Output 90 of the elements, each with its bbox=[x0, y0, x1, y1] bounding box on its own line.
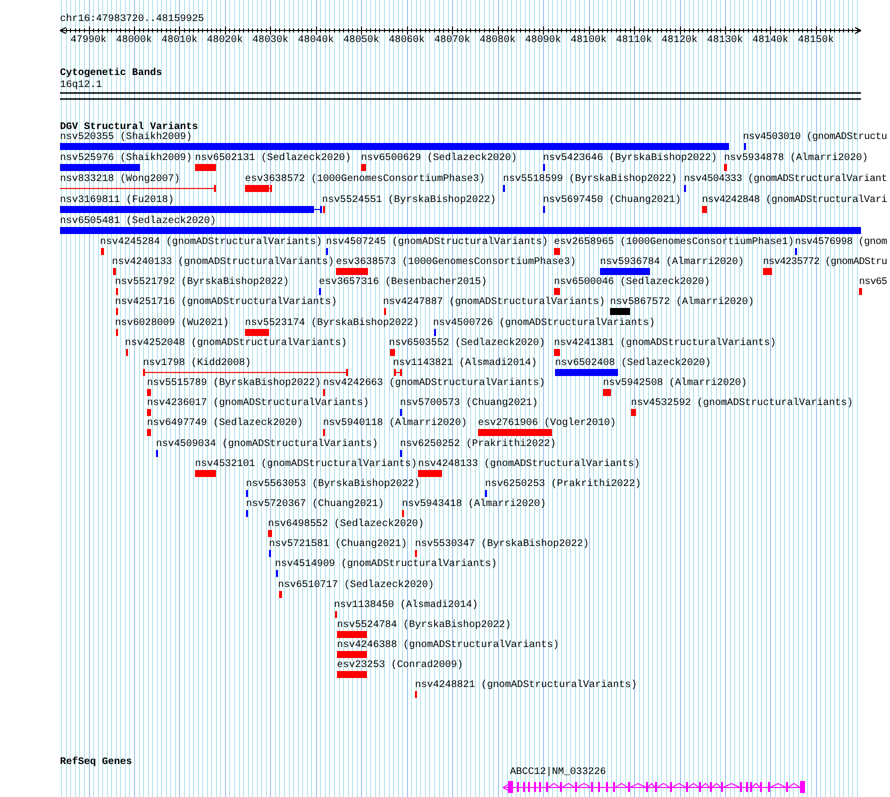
variant-label: nsv5563053 (ByrskaBishop2022) bbox=[246, 479, 420, 491]
variant-label: nsv6510717 (Sedlazeck2020) bbox=[278, 580, 434, 592]
band-label: 16q12.1 bbox=[60, 80, 102, 92]
tick-label: 48100k bbox=[570, 35, 607, 47]
variant-label: nsv5936784 (Almarri2020) bbox=[600, 257, 744, 269]
variant-label: esv3638572 (1000GenomesConsortiumPhase3) bbox=[245, 174, 486, 186]
variant-label: nsv5943418 (Almarri2020) bbox=[402, 499, 546, 511]
tick-label: 47990k bbox=[70, 35, 107, 47]
variant-label: nsv4252048 (gnomADStructuralVariants) bbox=[125, 338, 348, 350]
tick-label: 48110k bbox=[616, 35, 652, 47]
variant-label: nsv4248821 (gnomADStructuralVariants) bbox=[415, 680, 638, 692]
variant-label: nsv5423646 (ByrskaBishop2022) bbox=[543, 153, 718, 165]
variant-label: esv23253 (Conrad2009) bbox=[337, 660, 464, 672]
track-title: DGV Structural Variants bbox=[60, 122, 198, 133]
variant-label: nsv4240133 (gnomADStructuralVariants) bbox=[112, 257, 334, 269]
variant-label: nsv6500046 (Sedlazeck2020) bbox=[554, 277, 710, 289]
tick-label: 48150k bbox=[798, 35, 834, 47]
tick-label: 48090k bbox=[525, 35, 562, 47]
tick-label: 48140k bbox=[752, 35, 788, 47]
variant-label: nsv6505481 (Sedlazeck2020) bbox=[60, 216, 216, 228]
variant-label: nsv65 bbox=[859, 277, 888, 289]
variant-label: nsv6497749 (Sedlazeck2020) bbox=[147, 418, 304, 430]
variant-label: nsv4251716 (gnomADStructuralVariants) bbox=[115, 297, 338, 309]
variant-label: nsv5515789 (ByrskaBishop2022) bbox=[147, 378, 322, 390]
variant-label: esv3638573 (1000GenomesConsortiumPhase3) bbox=[336, 257, 576, 269]
tick-label: 48060k bbox=[388, 35, 425, 47]
variant-label: nsv4248133 (gnomADStructuralVariants) bbox=[418, 459, 640, 471]
track-title: RefSeq Genes bbox=[60, 757, 132, 769]
variant-label: nsv5934878 (Almarri2020) bbox=[724, 153, 868, 165]
variant-label: nsv5942508 (Almarri2020) bbox=[603, 378, 748, 390]
variant-label: nsv6028009 (Wu2021) bbox=[115, 318, 230, 330]
variant-label: nsv5523174 (ByrskaBishop2022) bbox=[245, 318, 420, 330]
variant-label: nsv4514909 (gnomADStructuralVariants) bbox=[275, 559, 498, 571]
variant-label: nsv6498552 (Sedlazeck2020) bbox=[268, 519, 424, 531]
variant-label: nsv4235772 (gnomADStru bbox=[763, 257, 888, 269]
variant-label: nsv4507245 (gnomADStructuralVariants) bbox=[326, 237, 548, 249]
variant-label: nsv525976 (Shaikh2009) bbox=[60, 153, 192, 165]
variant-label: nsv6250252 (Prakrithi2022) bbox=[400, 439, 556, 451]
tick-label: 48120k bbox=[662, 35, 698, 47]
track-title: Cytogenetic Bands bbox=[60, 68, 162, 80]
variant-label: nsv4246388 (gnomADStructuralVariants) bbox=[337, 640, 560, 652]
variant-label: nsv520355 (Shaikh2009) bbox=[60, 132, 192, 144]
variant-label: nsv4242848 (gnomADStructuralVari bbox=[702, 195, 888, 207]
variant-label: nsv5524784 (ByrskaBishop2022) bbox=[337, 620, 512, 632]
variant-label: nsv5700573 (Chuang2021) bbox=[400, 398, 538, 410]
tick-label: 48030k bbox=[252, 35, 288, 47]
variant-label: nsv5720367 (Chuang2021) bbox=[246, 499, 384, 511]
tick-label: 48040k bbox=[298, 35, 334, 47]
variant-label: nsv4245284 (gnomADStructuralVariants) bbox=[100, 237, 322, 249]
variant-label: nsv5697450 (Chuang2021) bbox=[543, 195, 682, 207]
variant-label: nsv5867572 (Almarri2020) bbox=[610, 297, 754, 309]
variant-label: nsv4503010 (gnomADStructu bbox=[743, 132, 888, 144]
variant-label: nsv5518599 (ByrskaBishop2022) bbox=[503, 174, 678, 186]
gene-label: ABCC12|NM_033226 bbox=[510, 767, 606, 779]
tick-label: 48070k bbox=[434, 35, 470, 47]
tick-label: 48050k bbox=[343, 35, 380, 47]
variant-label: nsv5524551 (ByrskaBishop2022) bbox=[322, 195, 496, 207]
variant-label: nsv6503552 (Sedlazeck2020) bbox=[389, 338, 546, 350]
tick-label: 48020k bbox=[206, 35, 243, 47]
tick-label: 48130k bbox=[706, 35, 743, 47]
variant-label: nsv833218 (Wong2007) bbox=[60, 174, 180, 186]
variant-label: esv3657316 (Besenbacher2015) bbox=[319, 277, 488, 289]
variant-label: nsv4532101 (gnomADStructuralVariants) bbox=[195, 459, 418, 471]
variant-label: nsv4504333 (gnomADStructuralVariant bbox=[684, 174, 888, 186]
variant-label: nsv4247887 (gnomADStructuralVariants) bbox=[383, 297, 606, 309]
variant-label: nsv6250253 (Prakrithi2022) bbox=[485, 479, 642, 491]
variant-label: nsv4500726 (gnomADStructuralVariants) bbox=[433, 318, 656, 330]
tick-label: 48000k bbox=[116, 35, 152, 47]
variant-label: nsv4576998 (gnom bbox=[795, 237, 888, 249]
variant-label: nsv4242663 (gnomADStructuralVariants) bbox=[323, 378, 546, 390]
tick-label: 48010k bbox=[161, 35, 198, 47]
variant-label: nsv1798 (Kidd2008) bbox=[143, 358, 252, 370]
variant-label: nsv4509034 (gnomADStructuralVariants) bbox=[156, 439, 378, 451]
variant-label: esv2761906 (Vogler2010) bbox=[478, 418, 616, 430]
variant-label: nsv6502408 (Sedlazeck2020) bbox=[555, 358, 712, 370]
variant-label: nsv5721581 (Chuang2021) bbox=[269, 539, 408, 551]
variant-label: nsv4236017 (gnomADStructuralVariants) bbox=[147, 398, 370, 410]
variant-label: nsv6500629 (Sedlazeck2020) bbox=[361, 153, 518, 165]
coordinate-label: chr16:47983720..48159925 bbox=[60, 14, 204, 26]
variant-label: nsv5940118 (Almarri2020) bbox=[323, 418, 468, 430]
variant-label: nsv3169811 (Fu2018) bbox=[60, 195, 174, 207]
variant-label: nsv5521792 (ByrskaBishop2022) bbox=[115, 277, 290, 289]
tick-label: 48080k bbox=[480, 35, 516, 47]
variant-label: esv2658965 (1000GenomesConsortiumPhase1) bbox=[554, 237, 794, 249]
variant-label: nsv5530347 (ByrskaBishop2022) bbox=[415, 539, 590, 551]
variant-label: nsv4241381 (gnomADStructuralVariants) bbox=[554, 338, 776, 350]
variant-label: nsv1138450 (Alsmadi2014) bbox=[334, 600, 478, 612]
variant-label: nsv4532592 (gnomADStructuralVariants) bbox=[631, 398, 854, 410]
variant-label: nsv1143821 (Alsmadi2014) bbox=[393, 358, 538, 370]
variant-label: nsv6502131 (Sedlazeck2020) bbox=[195, 153, 352, 165]
